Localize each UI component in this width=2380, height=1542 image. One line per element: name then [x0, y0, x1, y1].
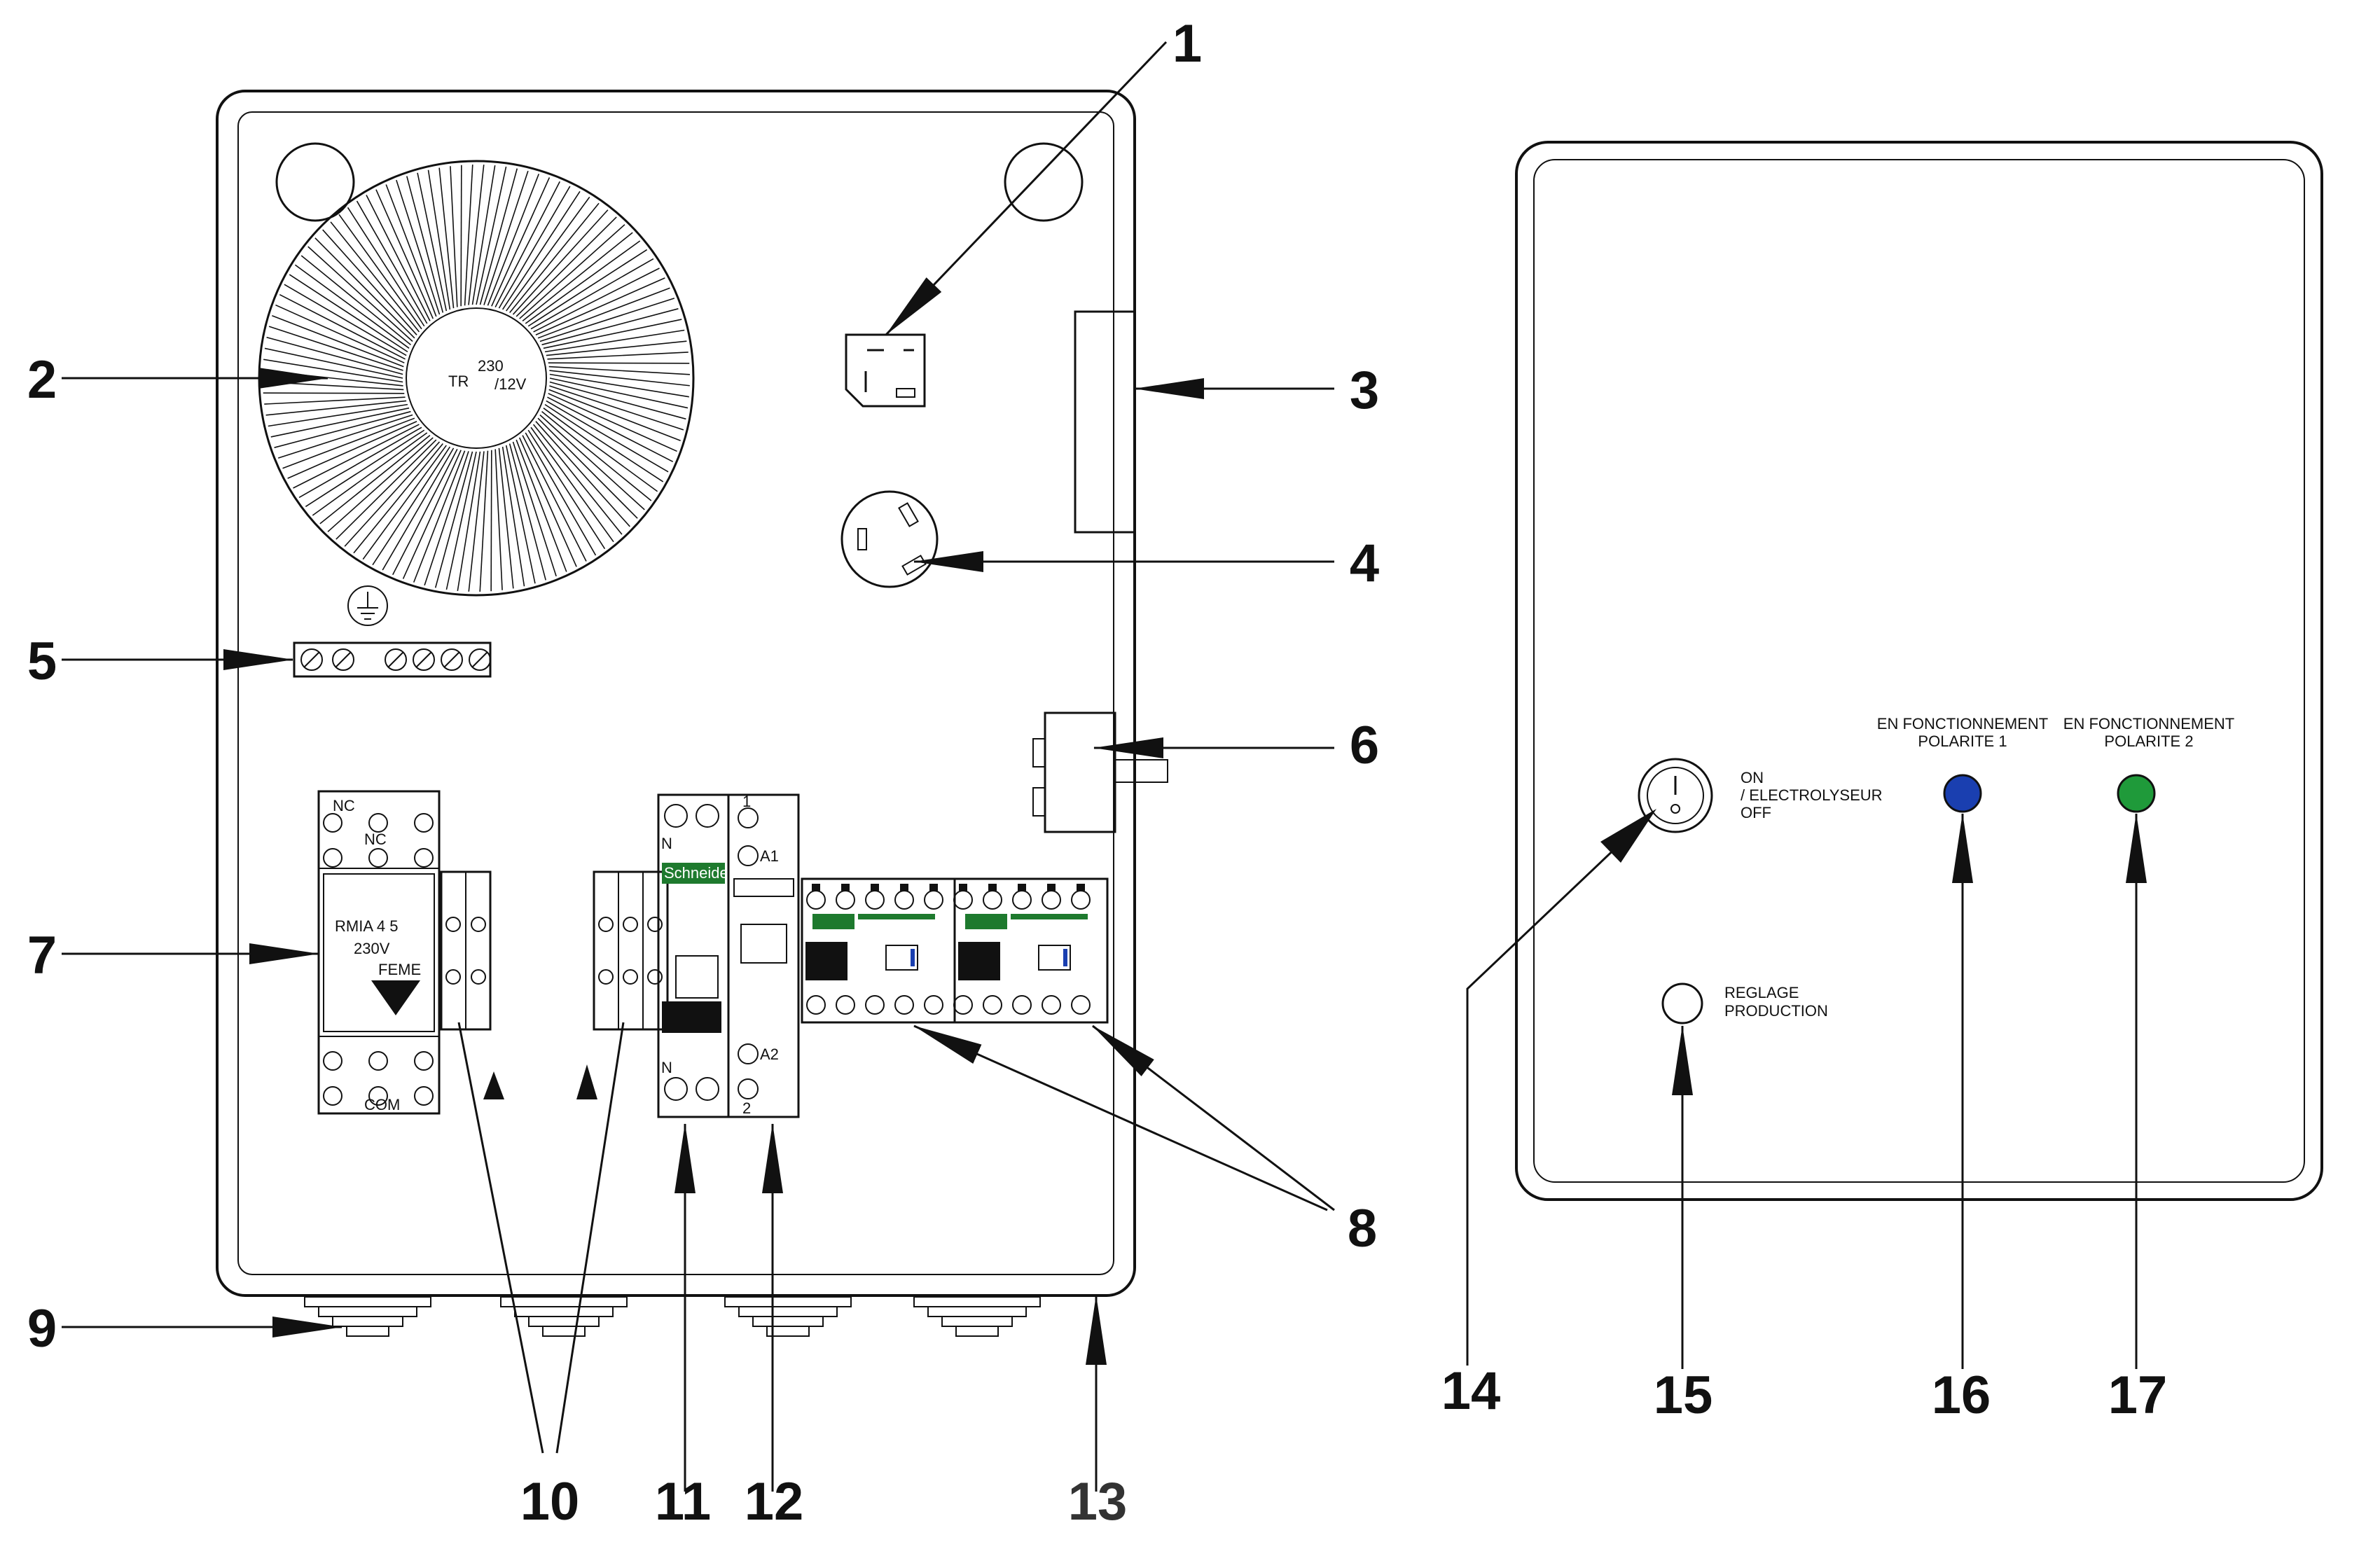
- switch-label-on: ON: [1741, 769, 1764, 786]
- leader-10a: [457, 1022, 544, 1454]
- relay-nc2-label: NC: [364, 831, 387, 848]
- contactor-terminal-1: 1: [742, 793, 751, 810]
- transformer-voltage-primary: 230: [478, 357, 504, 375]
- cabinet-open-view: TR 230 /12V: [216, 90, 1168, 1337]
- transformer-winding: [262, 164, 691, 592]
- contactor-module: 1 A1 A2 2: [727, 793, 800, 1118]
- callout-2: 2: [27, 350, 57, 410]
- reglage-label-1: REGLAGE: [1724, 984, 1799, 1001]
- front-panel: ON / ELECTROLYSEUR OFF REGLAGE PRODUCTIO…: [1515, 141, 2323, 1201]
- leader-14-arrowhead: [1600, 809, 1656, 863]
- front-panel-outer: [1515, 141, 2323, 1201]
- breaker-brand-plate: [662, 863, 725, 884]
- front-panel-inner: [1533, 159, 2305, 1183]
- breaker-brand: Schneider: [664, 864, 733, 882]
- callout-9: 9: [27, 1299, 57, 1359]
- relay-voltage: 230V: [354, 940, 390, 957]
- cabinet-inner-frame: [237, 111, 1114, 1275]
- relay-triangle-symbol: [371, 980, 420, 1015]
- callout-numbers: 1 2 3 4 5 6 7 8 9 10 11 12 13 14 15 16 1…: [27, 14, 2167, 1531]
- callout-13: 13: [1068, 1472, 1128, 1531]
- relay-model: RMIA 4 5: [335, 917, 398, 935]
- cabinet-outer-frame: [216, 90, 1136, 1297]
- electrolyser-switch: [1638, 758, 1713, 833]
- callout-7: 7: [27, 926, 57, 985]
- callout-15: 15: [1654, 1366, 1713, 1425]
- side-mounted-component: [1032, 711, 1168, 833]
- callout-5: 5: [27, 632, 57, 691]
- callout-10: 10: [520, 1472, 580, 1531]
- terminal-left-arrow-mark: [483, 1071, 504, 1099]
- leader-lines: [62, 41, 2147, 1492]
- mounting-hole-right: [1004, 142, 1084, 222]
- polarity-1-led: [1943, 774, 1982, 813]
- contactor-a2: A2: [760, 1046, 779, 1063]
- led2-label-1: EN FONCTIONNEMENT: [2063, 715, 2234, 732]
- breaker-n-top: N: [661, 835, 672, 852]
- polarity-2-led: [2117, 774, 2156, 813]
- earth-terminal-block: [293, 585, 492, 678]
- circuit-breaker: N Schneider N: [657, 793, 733, 1118]
- switch-label-electrolyseur: / ELECTROLYSEUR: [1741, 786, 1883, 804]
- breaker-n-bottom: N: [661, 1059, 672, 1076]
- switch-label-off: OFF: [1741, 804, 1771, 821]
- contactor-display: [740, 924, 787, 964]
- contactor-a1: A1: [760, 847, 779, 865]
- control-relay-rmia45: NC NC RMIA 4 5 230V FEME COM: [317, 790, 441, 1115]
- reversing-contactors: [801, 877, 1109, 1024]
- leader-8b: [1092, 1024, 1335, 1211]
- contactor-polarity-2: [953, 877, 1109, 1024]
- side-panel-cutout: [1074, 310, 1136, 534]
- reglage-label-2: PRODUCTION: [1724, 1002, 1828, 1020]
- contactor-terminal-2: 2: [742, 1099, 751, 1117]
- callout-4: 4: [1350, 534, 1379, 593]
- leader-8a: [913, 1024, 1328, 1211]
- terminal-block-left: [440, 870, 492, 1031]
- callout-12: 12: [745, 1472, 804, 1531]
- callout-14: 14: [1441, 1361, 1501, 1421]
- callout-17: 17: [2108, 1366, 2168, 1425]
- leader-1: [885, 41, 1168, 336]
- leader-14: [1466, 818, 1647, 1366]
- toroidal-transformer: TR 230 /12V: [258, 160, 695, 597]
- relay-nc1-label: NC: [333, 797, 355, 814]
- leader-10b: [555, 1022, 625, 1454]
- cable-glands: [304, 1296, 1041, 1337]
- mounting-hole-left: [275, 142, 355, 222]
- terminal-block-right: [593, 870, 669, 1031]
- led1-label-1: EN FONCTIONNEMENT: [1877, 715, 2048, 732]
- callout-6: 6: [1350, 716, 1379, 775]
- callout-16: 16: [1932, 1366, 1991, 1425]
- transformer-label: TR: [448, 373, 469, 390]
- callout-1: 1: [1172, 14, 1202, 74]
- callout-11: 11: [655, 1472, 711, 1531]
- led2-label-2: POLARITE 2: [2104, 732, 2193, 750]
- callout-8: 8: [1348, 1199, 1377, 1258]
- transformer-voltage-secondary: /12V: [494, 375, 527, 393]
- relay-brand: FEME: [378, 961, 421, 978]
- production-adjust-knob: [1661, 982, 1703, 1024]
- breaker-toggle: [662, 1001, 721, 1033]
- callout-3: 3: [1350, 361, 1379, 420]
- led1-label-2: POLARITE 1: [1918, 732, 2007, 750]
- terminal-right-arrow-mark: [576, 1064, 597, 1099]
